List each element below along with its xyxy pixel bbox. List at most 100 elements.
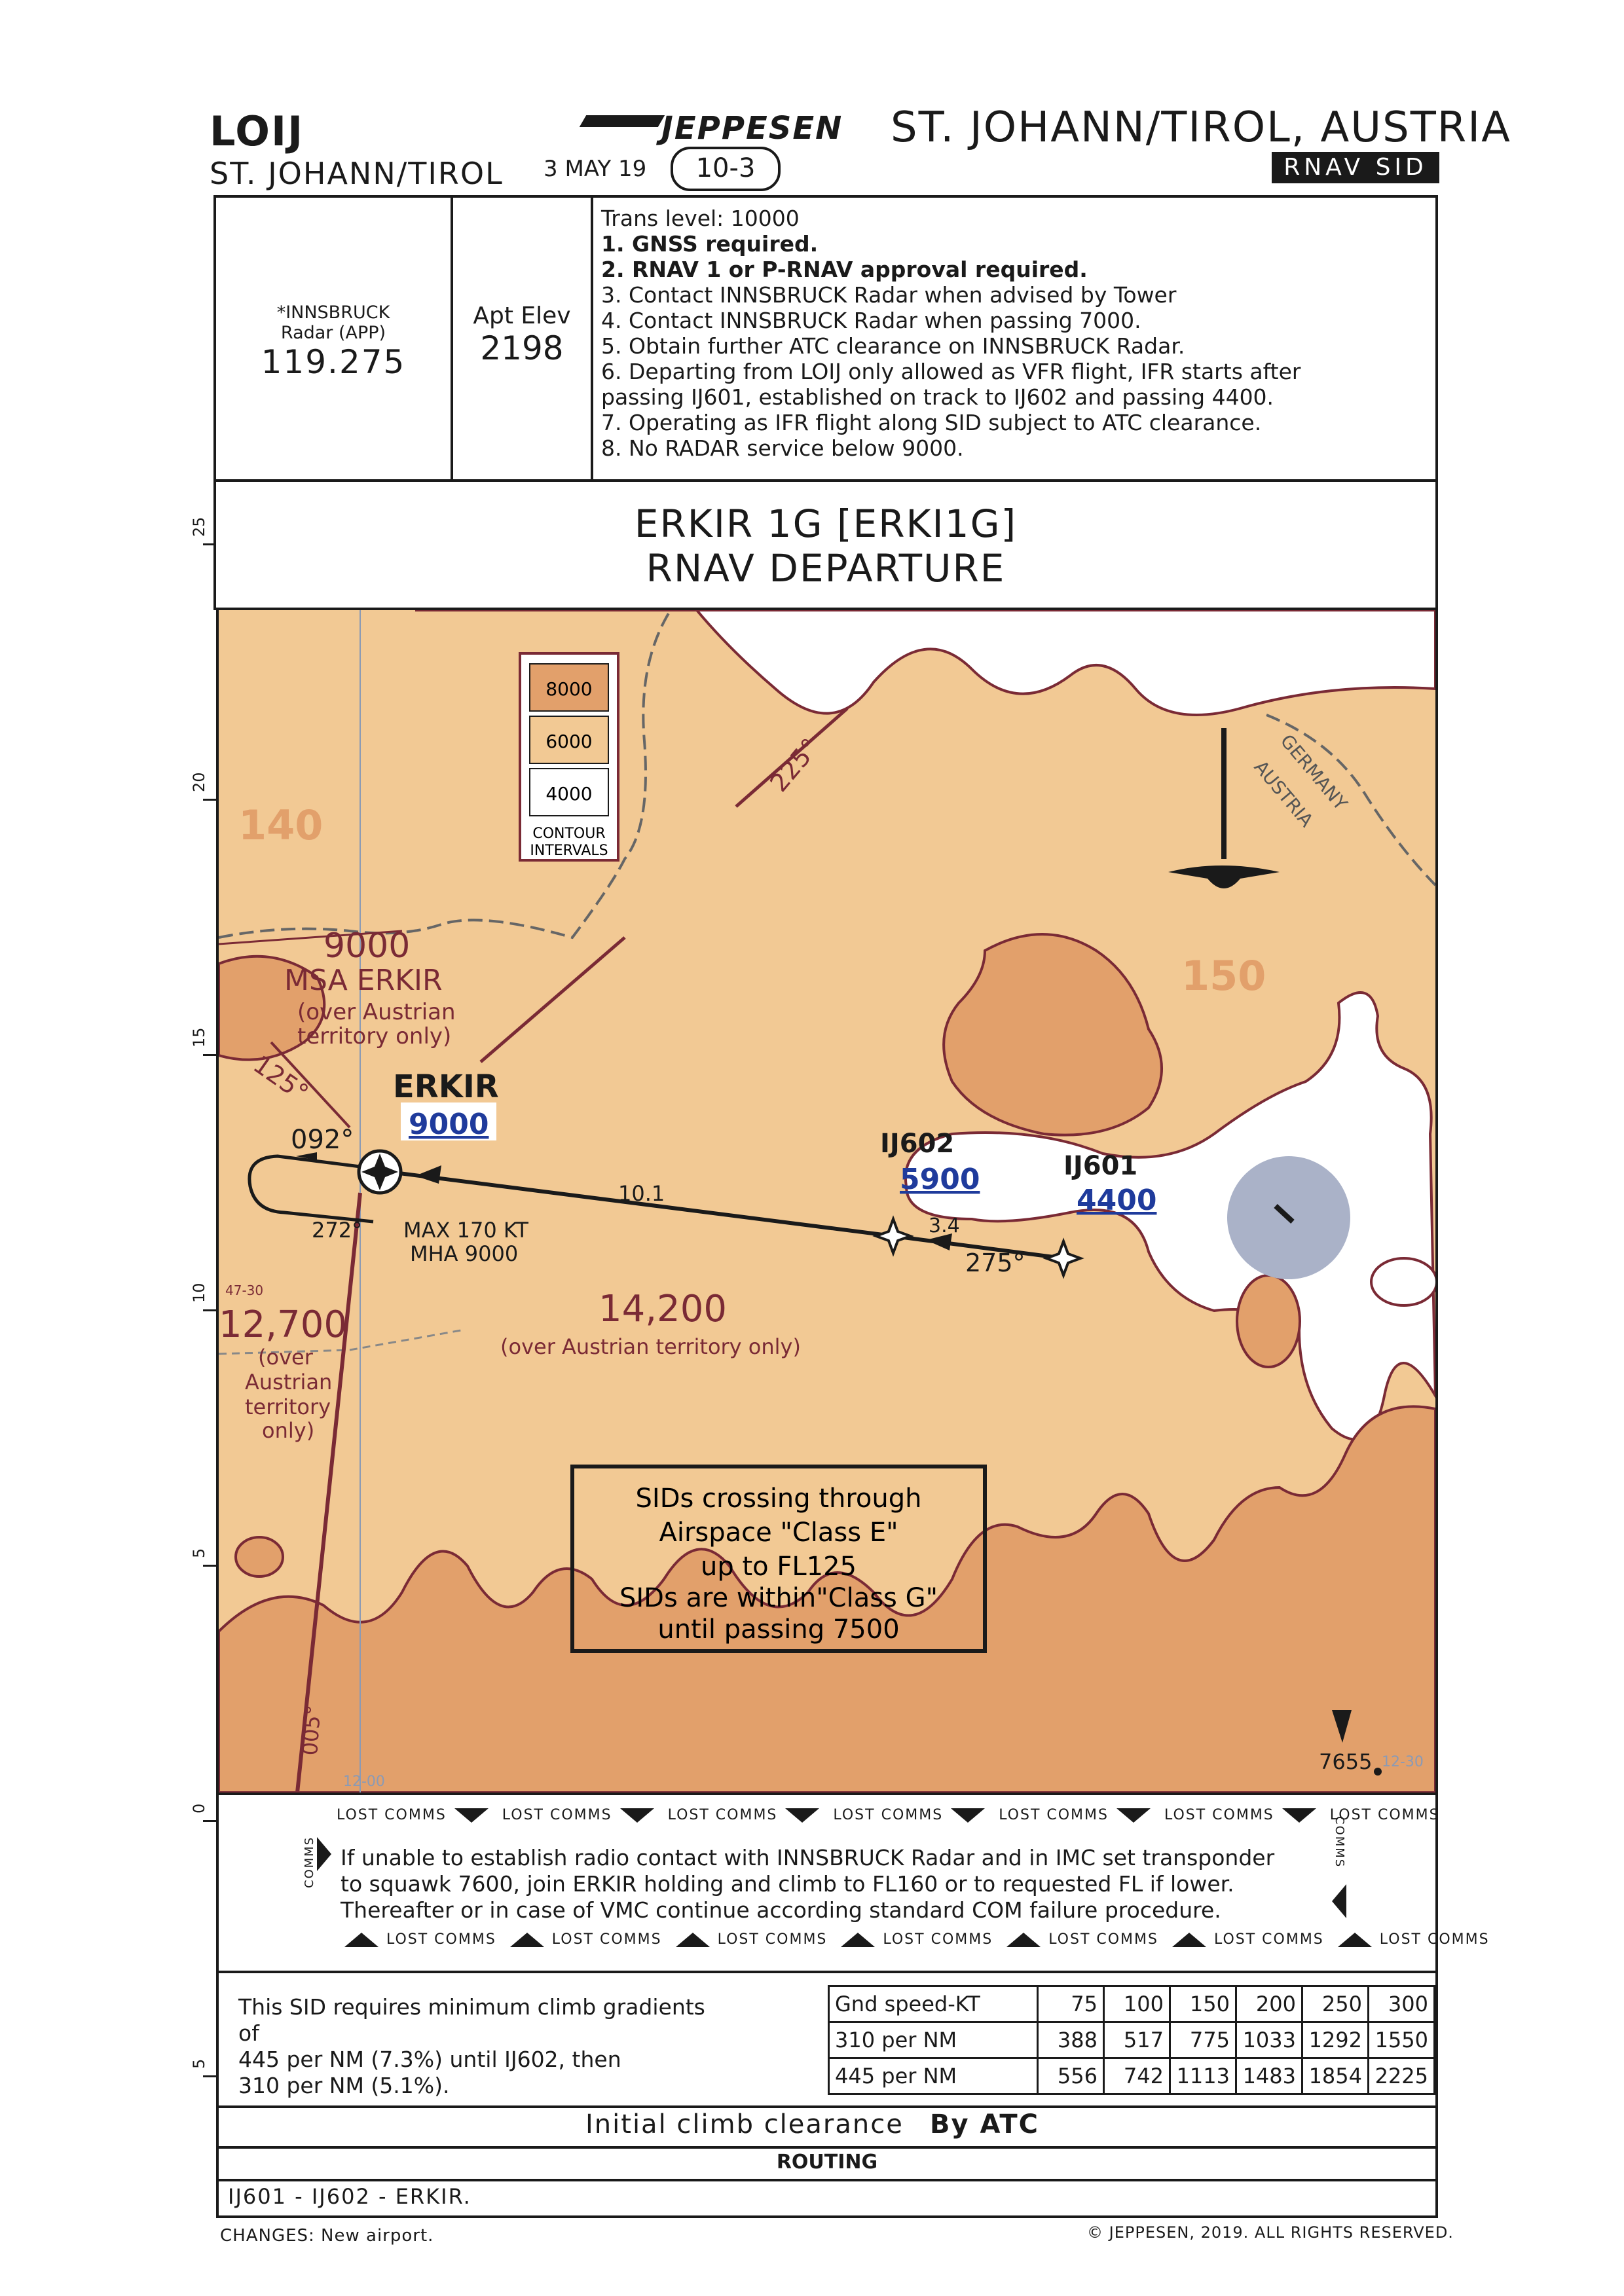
holding-speed: MAX 170 KT [403, 1218, 528, 1243]
state-border-north [219, 610, 672, 939]
route-arrow [415, 1165, 441, 1184]
lon-1200: 12-00 [343, 1774, 385, 1790]
spot-arrow-icon [1332, 1710, 1352, 1743]
lost-comms-tag: LOST COMMS [1379, 1931, 1490, 1948]
route-leg-ij601-ij602 [893, 1234, 1064, 1260]
triangle-up-icon [1337, 1933, 1372, 1947]
lost-comms-box: LOST COMMS LOST COMMS LOST COMMS LOST CO… [216, 1790, 1488, 1973]
ruler-label: 0 [190, 1803, 208, 1813]
airspace-box [570, 1465, 987, 1653]
bearing-225: 225° [764, 733, 825, 797]
comm-name-1: *INNSBRUCK [276, 302, 390, 323]
msa-arc [219, 930, 403, 945]
note-line: 5. Obtain further ATC clearance on INNSB… [601, 333, 1185, 359]
city-country: ST. JOHANN/TIROL, AUSTRIA [891, 103, 1511, 152]
ruler-label: 20 [190, 772, 208, 792]
info-box: *INNSBRUCK Radar (APP) 119.275 Apt Elev … [213, 195, 1438, 482]
table-cell: 775 [1169, 2021, 1237, 2059]
route-arrow [926, 1233, 952, 1250]
lost-comms-row-top: LOST COMMS LOST COMMS LOST COMMS LOST CO… [337, 1807, 1440, 1823]
ruler-tick [203, 1565, 216, 1567]
routing-text: IJ601 - IJ602 - ERKIR. [228, 2184, 471, 2209]
msa-note-1: (over Austrian [297, 999, 456, 1025]
triangle-up-icon [841, 1933, 876, 1947]
chart-type-badge: RNAV SID [1272, 152, 1439, 183]
lon-1230: 12-30 [1382, 1754, 1424, 1770]
holding-arrow [296, 1152, 317, 1160]
airspace-line: up to FL125 [701, 1552, 857, 1582]
state-border [219, 1329, 462, 1355]
valley-east [904, 991, 1435, 1441]
boundary-line [735, 707, 849, 808]
spot-dot [1374, 1768, 1382, 1776]
initial-climb-label: Initial climb clearance [585, 2109, 904, 2140]
note-line: 8. No RADAR service below 9000. [601, 435, 964, 461]
triangle-up-icon [1172, 1933, 1206, 1947]
waypoint-ij601-label: IJ601 [1063, 1151, 1137, 1181]
ruler-label: 15 [190, 1027, 208, 1048]
routing-heading: ROUTING [216, 2146, 1438, 2181]
gradient-table: Gnd speed-KT 75 100 150 200 250 300 310 … [828, 1985, 1435, 2095]
note-line: Trans level: 10000 [601, 206, 800, 231]
lost-comms-line: If unable to establish radio contact wit… [341, 1845, 1275, 1870]
terrain-high-south [219, 1405, 1435, 1793]
bearing-092: 092° [291, 1125, 354, 1155]
lost-comms-tag: LOST COMMS [551, 1931, 662, 1948]
lost-comms-side-label: COMMS [303, 1836, 316, 1888]
triangle-left-icon [1332, 1884, 1346, 1918]
triangle-down-icon [785, 1808, 820, 1823]
erkir-alt-bg [401, 1102, 496, 1140]
contour-legend: 8000 6000 4000 CONTOUR INTERVALS [519, 652, 619, 862]
legend-4000: 4000 [545, 783, 592, 805]
triangle-down-icon [951, 1808, 986, 1823]
lost-comms-tag: LOST COMMS [1213, 1931, 1324, 1948]
lost-comms-tag: LOST COMMS [1048, 1931, 1158, 1948]
jeppesen-logo-wing [579, 115, 665, 127]
copyright: © JEPPESEN, 2019. ALL RIGHTS RESERVED. [1087, 2223, 1454, 2242]
lost-comms-tag: LOST COMMS [717, 1931, 828, 1948]
elevation-value: 2198 [480, 329, 564, 367]
airspace-line: Airspace "Class E" [659, 1518, 898, 1548]
route-leg-ij602-erkir [388, 1170, 894, 1238]
climb-line: 310 per NM (5.1%). [238, 2073, 450, 2098]
lost-comms-row-bottom: LOST COMMS LOST COMMS LOST COMMS LOST CO… [337, 1931, 1490, 1948]
lost-comms-tag: LOST COMMS [1164, 1807, 1274, 1823]
valley-top [415, 610, 1435, 716]
bearing-125: 125° [248, 1049, 314, 1108]
bearing-275: 275° [965, 1248, 1025, 1277]
grid-mora-140: 140 [238, 801, 323, 849]
table-row: 310 per NM 388 517 775 1033 1292 1550 [828, 2021, 1435, 2059]
note-line: 7. Operating as IFR flight along SID sub… [601, 410, 1262, 435]
map-panel: 8000 6000 4000 CONTOUR INTERVALS 140 150… [216, 608, 1438, 1795]
ruler-tick [203, 1820, 216, 1822]
waypoint-ij602-icon [872, 1215, 914, 1257]
note-line: 4. Contact INNSBRUCK Radar when passing … [601, 308, 1141, 333]
state-border-ne [1266, 714, 1435, 886]
table-cell: 310 per NM [828, 2021, 1039, 2059]
changes-label: CHANGES: [220, 2226, 315, 2246]
triangle-down-icon [619, 1808, 654, 1823]
ruler-tick [203, 1309, 216, 1311]
table-cell: 1854 [1301, 2057, 1369, 2095]
comm-cell: *INNSBRUCK Radar (APP) 119.275 [216, 198, 453, 479]
note-line: 3. Contact INNSBRUCK Radar when advised … [601, 282, 1177, 308]
waypoint-ij602-altitude: 5900 [900, 1163, 980, 1196]
terrain-high-west [219, 955, 326, 1061]
waypoint-erkir-label: ERKIR [393, 1068, 499, 1105]
note-line: passing IJ601, established on track to I… [601, 384, 1274, 410]
table-cell: 556 [1037, 2057, 1105, 2095]
legend-8000: 8000 [545, 678, 592, 700]
ruler-tick [203, 799, 216, 801]
initial-climb-value: By ATC [930, 2109, 1039, 2140]
header-left: LOIJ ST. JOHANN/TIROL [210, 111, 504, 192]
table-cell: 1033 [1235, 2021, 1303, 2059]
lost-comms-tag: LOST COMMS [386, 1931, 496, 1948]
lost-comms-tag: LOST COMMS [667, 1807, 778, 1823]
msa-note-2: territory only) [297, 1023, 451, 1049]
lost-comms-text: If unable to establish radio contact wit… [341, 1845, 1274, 1923]
table-cell: Gnd speed-KT [828, 1985, 1039, 2023]
lost-comms-tag: LOST COMMS [337, 1807, 447, 1823]
terrain-high-spot [234, 1536, 284, 1578]
runway-icon [1274, 1204, 1295, 1224]
note-line: 1. GNSS required. [601, 231, 819, 257]
